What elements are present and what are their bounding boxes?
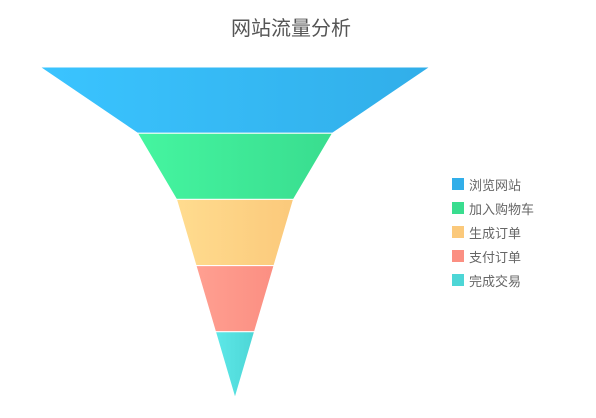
legend: 浏览网站加入购物车生成订单支付订单完成交易 [452,176,534,296]
funnel-segment-3[interactable] [175,198,295,267]
funnel-segment-4[interactable] [195,265,275,333]
legend-item-3[interactable]: 生成订单 [452,224,534,242]
legend-swatch [452,226,464,238]
legend-item-4[interactable]: 支付订单 [452,248,534,266]
legend-swatch [452,202,464,214]
legend-label: 浏览网站 [469,178,522,194]
legend-item-5[interactable]: 完成交易 [452,272,534,290]
legend-swatch [452,250,464,262]
legend-item-2[interactable]: 加入购物车 [452,200,535,218]
chart-title: 网站流量分析 [231,16,351,40]
legend-swatch [452,178,464,190]
legend-item-1[interactable]: 浏览网站 [452,176,534,194]
legend-label: 加入购物车 [469,202,535,218]
legend-label: 完成交易 [469,274,522,290]
funnel-segment-1[interactable] [38,66,432,134]
funnel-segment-2[interactable] [136,132,334,200]
legend-label: 支付订单 [469,250,522,266]
legend-swatch [452,274,464,286]
legend-label: 生成订单 [469,226,522,242]
funnel-segment-5[interactable] [214,331,256,400]
